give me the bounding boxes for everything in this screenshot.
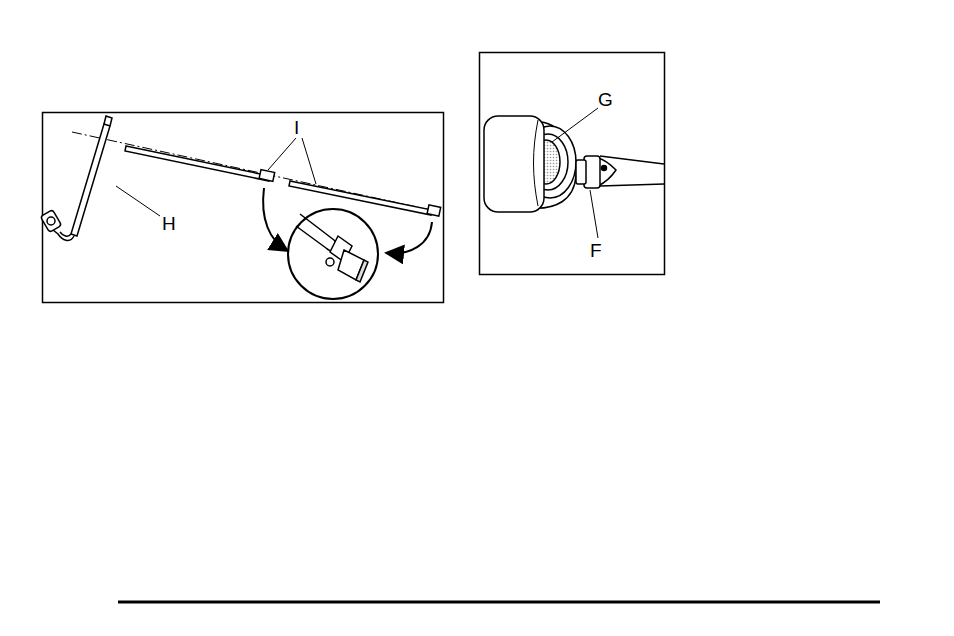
callout-letter: I	[294, 118, 299, 137]
callout-letter: F	[590, 241, 602, 260]
callout-letter: G	[598, 90, 613, 109]
callout-letter: H	[162, 214, 176, 233]
